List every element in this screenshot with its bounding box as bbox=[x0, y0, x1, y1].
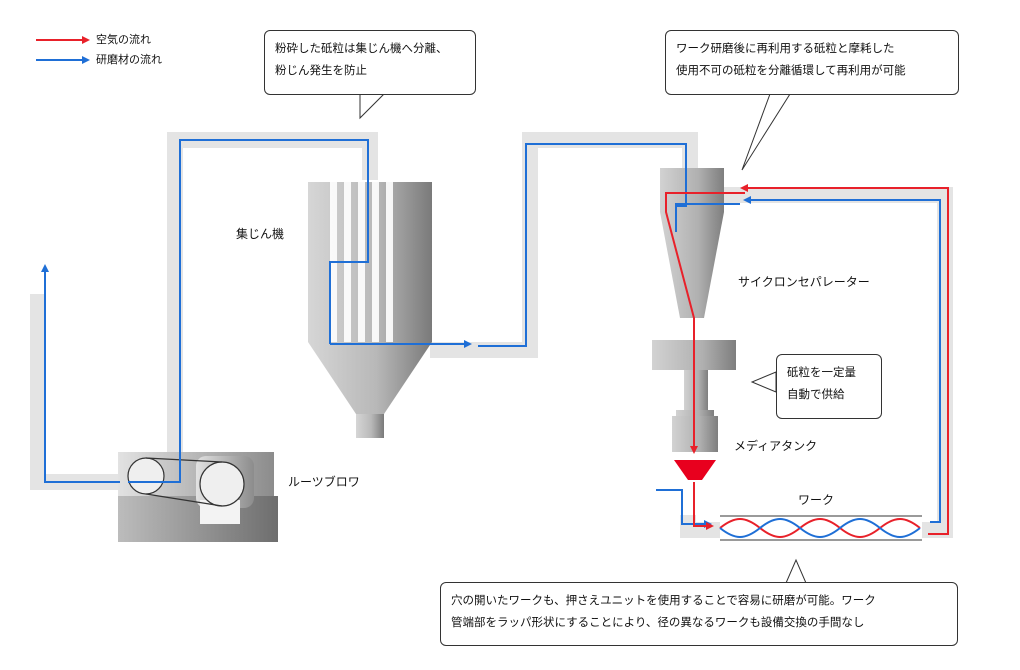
to-cyclone-line bbox=[478, 143, 687, 347]
bubble-dust-line2: 粉じん発生を防止 bbox=[275, 63, 367, 77]
label-cyclone-separator: サイクロンセパレーター bbox=[738, 275, 870, 289]
bubble-recycle-line1: ワーク研磨後に再利用する砥粒と摩耗した bbox=[676, 41, 895, 55]
collector-to-cyclone-pipe bbox=[430, 132, 698, 358]
bubble-supply-line1: 砥粒を一定量 bbox=[787, 365, 856, 379]
work-wave-red bbox=[719, 518, 921, 538]
bubble-holed-work: 穴の開いたワークも、押さえユニットを使用することで容易に研磨が可能。ワーク 管端… bbox=[440, 582, 958, 646]
dust-collector bbox=[308, 182, 432, 438]
outlet-arrow-line bbox=[41, 264, 120, 483]
return-loop-pipe bbox=[708, 187, 953, 538]
bubble-auto-supply: 砥粒を一定量 自動で供給 bbox=[776, 354, 882, 419]
bubble-dust-collection: 粉砕した砥粒は集じん機へ分離、 粉じん発生を防止 bbox=[264, 30, 476, 95]
bubble-recycle-line2: 使用不可の砥粒を分離循環して再利用が可能 bbox=[676, 63, 906, 77]
legend-abrasive-label: 研磨材の流れ bbox=[96, 53, 162, 66]
collector-flow-line bbox=[128, 139, 369, 483]
bubble-holes-line1: 穴の開いたワークも、押さえユニットを使用することで容易に研磨が可能。ワーク bbox=[451, 593, 876, 607]
return-red-line bbox=[740, 184, 949, 535]
work-section bbox=[719, 515, 922, 541]
work-wave-blue bbox=[719, 518, 921, 538]
legend bbox=[36, 36, 90, 64]
cyclone-inner-line bbox=[675, 203, 740, 232]
bubble-recycle: ワーク研磨後に再利用する砥粒と摩耗した 使用不可の砥粒を分離循環して再利用が可能 bbox=[665, 30, 959, 95]
label-dust-collector: 集じん機 bbox=[236, 227, 285, 241]
cyclone-air-in bbox=[665, 192, 745, 454]
abrasive-flow bbox=[41, 139, 941, 528]
bubble-supply-line2: 自動で供給 bbox=[787, 387, 845, 401]
legend-air-label: 空気の流れ bbox=[96, 33, 151, 46]
label-media-tank: メディアタンク bbox=[734, 439, 818, 453]
media-tank-hopper bbox=[674, 460, 716, 480]
bubble-dust-line1: 粉砕した砥粒は集じん機へ分離、 bbox=[275, 41, 448, 55]
label-work: ワーク bbox=[798, 493, 835, 507]
work-feed-pipe bbox=[680, 515, 720, 538]
label-roots-blower: ルーツブロワ bbox=[288, 475, 360, 489]
tank-to-work-red bbox=[693, 482, 714, 530]
bubble-tails bbox=[359, 93, 807, 584]
bubble-holes-line2: 管端部をラッパ形状にすることにより、径の異なるワークも設備交換の手間なし bbox=[451, 615, 865, 629]
work-blue-inlet bbox=[656, 489, 712, 528]
roots-blower bbox=[118, 452, 278, 542]
return-blue-line bbox=[743, 196, 941, 523]
pipes bbox=[30, 132, 953, 538]
air-flow bbox=[665, 184, 949, 535]
